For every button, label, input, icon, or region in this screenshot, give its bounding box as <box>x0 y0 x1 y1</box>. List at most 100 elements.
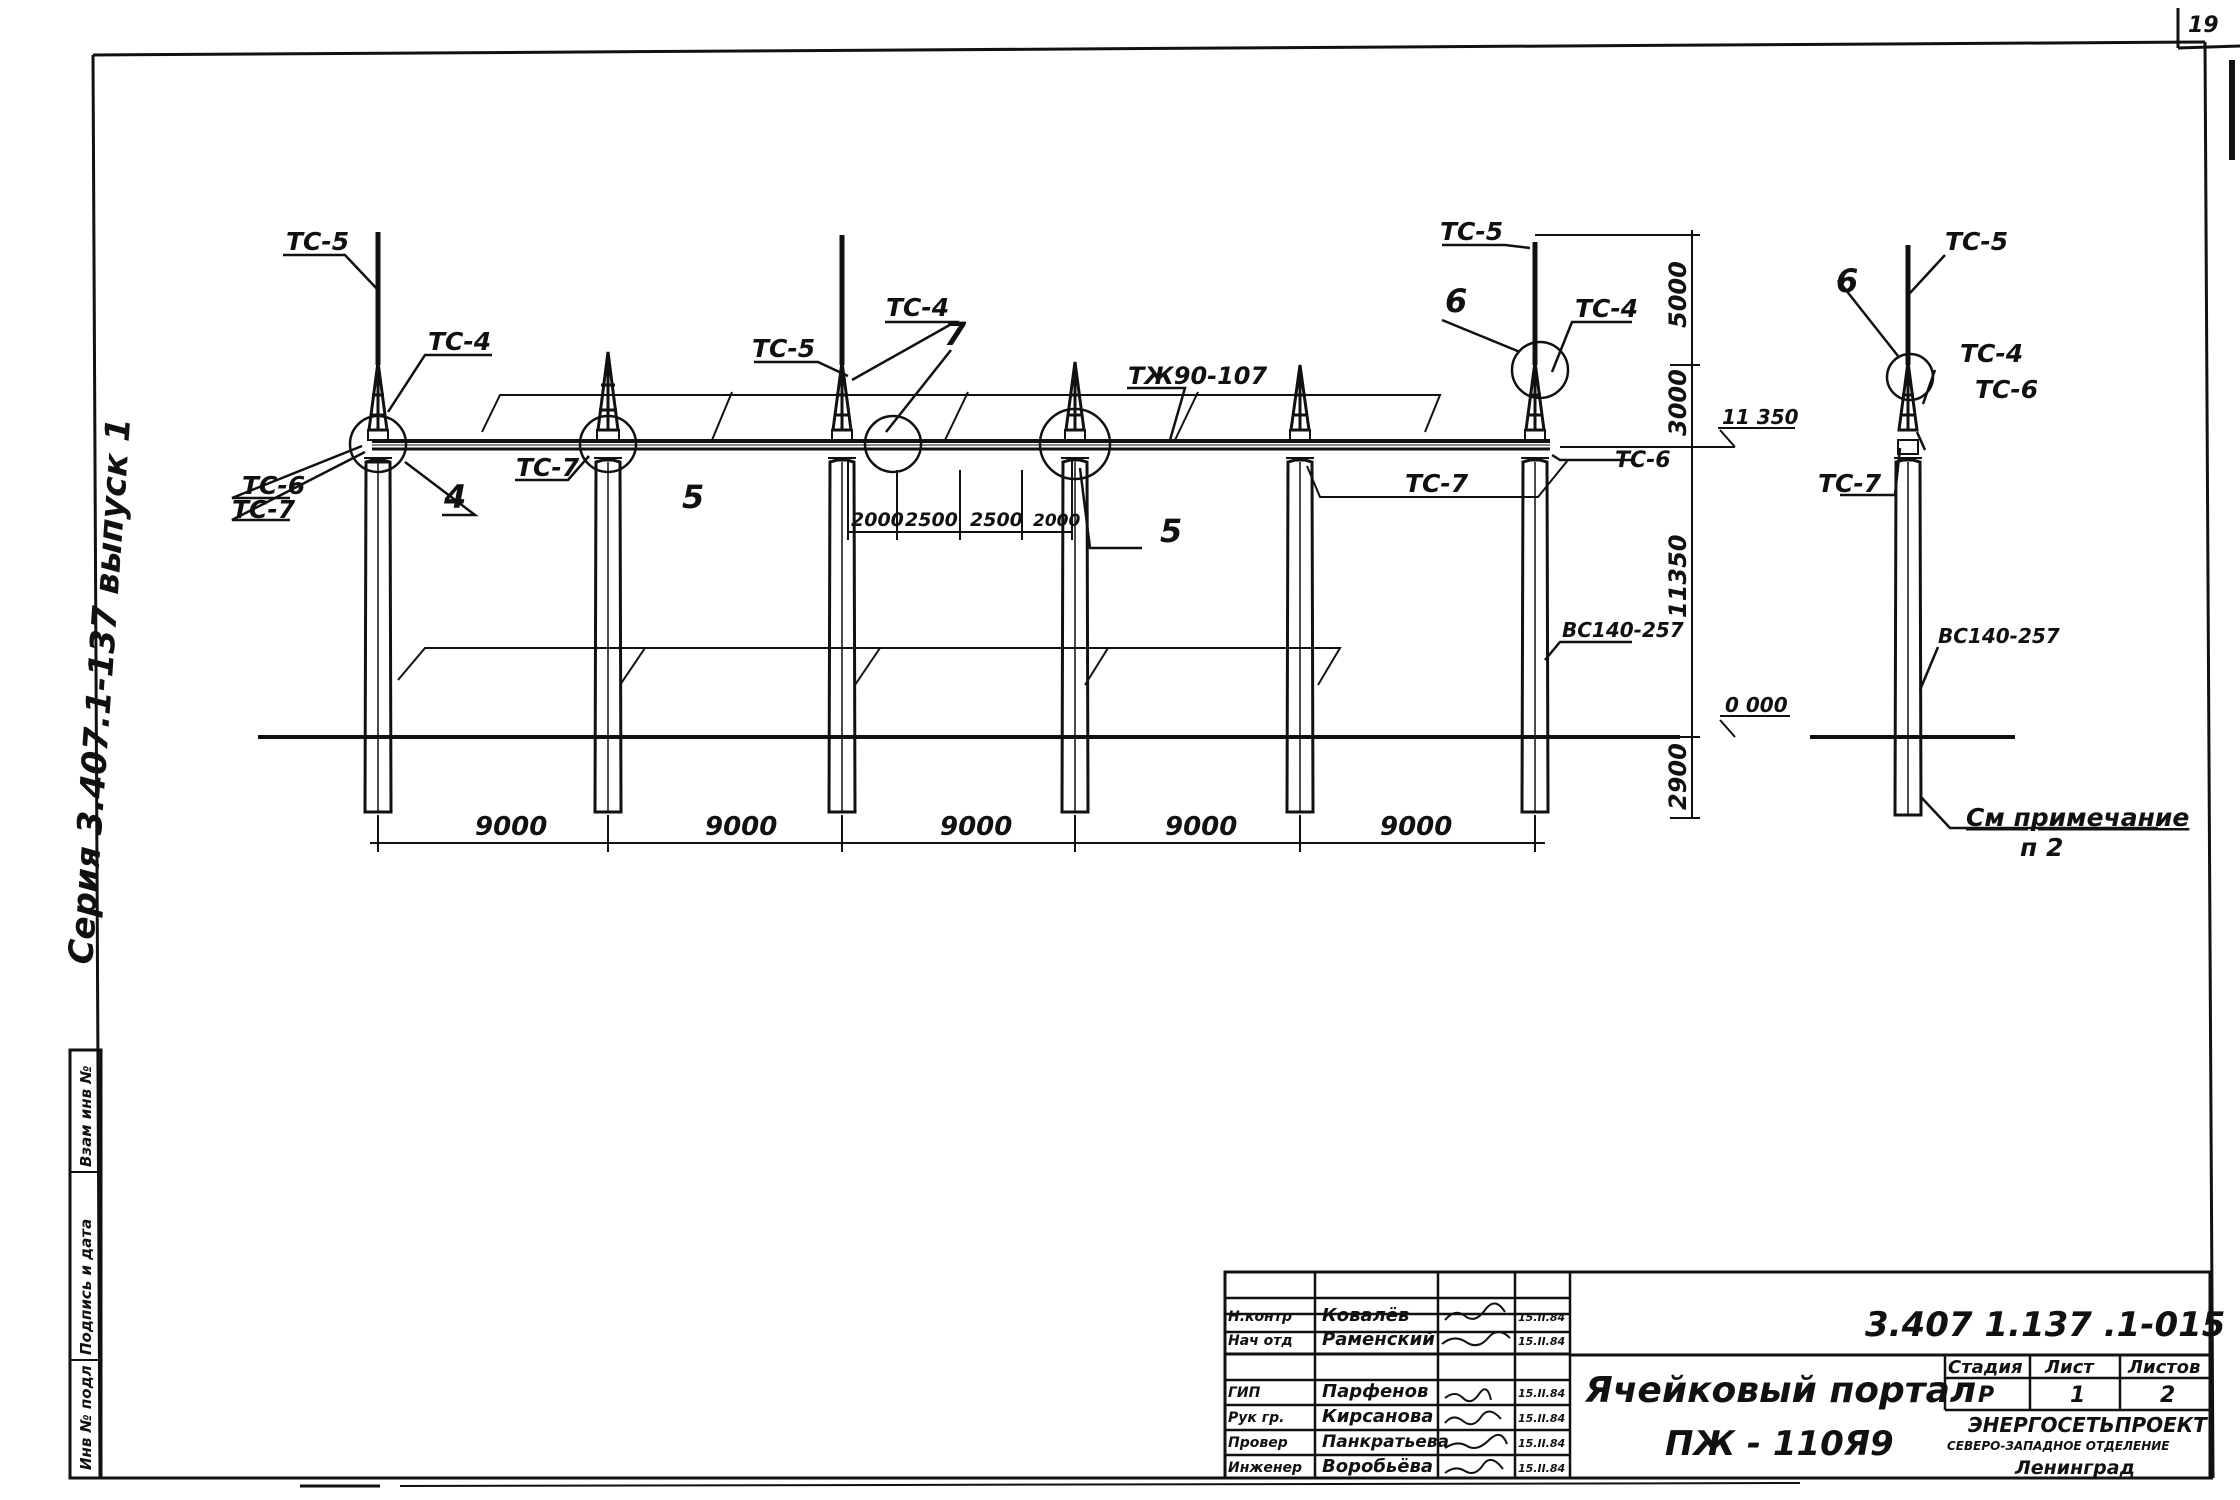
tb-date: 15.II.84 <box>1518 1412 1565 1425</box>
drawing-title: Ячейковый портал <box>1584 1370 1976 1411</box>
leader-lines <box>231 243 2158 830</box>
beam-spacing: 2000 <box>1033 511 1080 531</box>
beam-leaders <box>397 391 1569 686</box>
sheet-header: Лист <box>2044 1357 2095 1378</box>
tb-name: Кирсанова <box>1322 1406 1433 1427</box>
label-ts5: ТС-5 <box>286 227 349 256</box>
vertical-dimension: 2900 <box>1664 743 1692 810</box>
org-city: Ленинград <box>2014 1457 2135 1479</box>
tb-role: ГИП <box>1228 1385 1261 1401</box>
note-title: См примечание <box>1966 803 2189 832</box>
label-ts4: ТС-4 <box>1960 339 2023 368</box>
tb-name: Воробьёва <box>1322 1456 1433 1477</box>
label-column: ВС140-257 <box>1562 618 1684 642</box>
label-ts6: ТС-6 <box>1615 448 1671 473</box>
beam-spacing: 2000 <box>851 509 904 531</box>
page-number: 19 <box>2188 13 2219 38</box>
tb-date: 15.II.84 <box>1518 1462 1565 1475</box>
span-dimension: 9000 <box>475 812 547 842</box>
note-item: п 2 <box>2020 833 2063 862</box>
column <box>1285 364 1315 814</box>
org-name: ЭНЕРГОСЕТЬПРОЕКТ <box>1968 1413 2208 1437</box>
tb-role: Провер <box>1228 1435 1288 1451</box>
beam-spacing-lines <box>847 460 1073 540</box>
span-dimension: 9000 <box>940 812 1012 842</box>
label-ts5: ТС-5 <box>1945 227 2008 256</box>
label-ts7: ТС-7 <box>1405 469 1469 498</box>
label-beam: ТЖ90-107 <box>1128 362 1268 390</box>
sheet-value: 1 <box>2070 1383 2085 1408</box>
column-side-view <box>1893 245 1923 817</box>
portal-beam <box>372 439 1550 451</box>
tb-date: 15.II.84 <box>1518 1335 1565 1348</box>
detail-circle-4 <box>348 414 408 474</box>
label-ts7: ТС-7 <box>232 495 296 524</box>
level-zero: 0 000 <box>1725 693 1788 717</box>
label-ts7: ТС-7 <box>516 453 580 482</box>
tb-role: Нач отд <box>1228 1333 1293 1349</box>
callout-4: 4 <box>443 478 466 516</box>
label-ts5: ТС-5 <box>1440 217 1503 246</box>
column <box>827 235 857 814</box>
label-ts6: ТС-6 <box>242 471 305 500</box>
series-stamp: Серия 3.407.1-137 выпуск 1 <box>61 417 139 966</box>
beam-spacing: 2500 <box>905 509 958 531</box>
vertical-dimension-lines <box>1535 230 1736 819</box>
tb-name: Парфенов <box>1322 1381 1428 1402</box>
vertical-dimension: 5000 <box>1664 261 1692 328</box>
stage-header: Стадия <box>1948 1357 2023 1378</box>
side-box-label: Подпись и дата <box>77 1219 95 1355</box>
detail-circle-6 <box>1510 340 1570 400</box>
callout-6: 6 <box>1445 282 1467 320</box>
tb-name: Ковалёв <box>1322 1305 1409 1326</box>
label-ts4: ТС-4 <box>428 327 491 356</box>
label-ts4: ТС-4 <box>886 293 949 322</box>
tb-name: Панкратьева <box>1322 1432 1449 1452</box>
sheets-header: Листов <box>2127 1357 2200 1378</box>
callout-5: 5 <box>682 478 704 516</box>
span-dimension: 9000 <box>1165 812 1237 842</box>
stage-value: Р <box>1978 1383 1994 1408</box>
tb-role: Н.контр <box>1228 1309 1292 1325</box>
callout-7: 7 <box>944 315 967 353</box>
span-dimension: 9000 <box>705 812 777 842</box>
side-box-label: Инв № подл <box>77 1365 95 1470</box>
span-dimension: 9000 <box>1380 812 1452 842</box>
label-ts6: ТС-6 <box>1975 375 2038 404</box>
title-block <box>1223 1270 2212 1480</box>
span-dimension-lines <box>370 815 1545 852</box>
vertical-dimension: 11350 <box>1664 535 1692 619</box>
detail-circle-5 <box>578 414 638 474</box>
tb-date: 15.II.84 <box>1518 1437 1565 1450</box>
tb-role: Инженер <box>1228 1460 1302 1476</box>
label-ts7: ТС-7 <box>1818 469 1882 498</box>
label-ts5: ТС-5 <box>752 334 815 363</box>
beam-spacing: 2500 <box>970 509 1023 531</box>
side-box-label: Взам инв № <box>77 1066 95 1167</box>
tb-date: 15.II.84 <box>1518 1387 1565 1400</box>
side-box: Инв № подл Подпись и дата Взам инв № <box>68 1048 103 1480</box>
signature-rows: Н.контр Ковалёв 15.II.84 Нач отд Раменск… <box>1228 1305 1565 1477</box>
drawing-code: 3.407 1.137 .1-015 <box>1865 1305 2225 1345</box>
org-division: СЕВЕРО-ЗАПАДНОЕ ОТДЕЛЕНИЕ <box>1947 1439 2170 1453</box>
signatures <box>1441 1302 1511 1474</box>
label-column: ВС140-257 <box>1938 624 2060 648</box>
tb-role: Рук гр. <box>1228 1410 1284 1426</box>
detail-circle-7 <box>863 414 923 474</box>
vertical-dimension: 3000 <box>1664 369 1692 436</box>
callout-6: 6 <box>1836 262 1858 300</box>
detail-circle-5 <box>1038 407 1112 481</box>
tb-date: 15.II.84 <box>1518 1311 1565 1324</box>
level-top: 11 350 <box>1722 405 1799 429</box>
label-ts4: ТС-4 <box>1575 294 1638 323</box>
column <box>593 351 623 814</box>
column <box>363 232 393 814</box>
column <box>1060 361 1090 814</box>
callout-5: 5 <box>1160 512 1182 550</box>
sheets-value: 2 <box>2160 1383 2175 1408</box>
drawing-subtitle: ПЖ - 110Я9 <box>1665 1424 1894 1464</box>
column <box>1520 242 1550 814</box>
sheet-frame <box>91 8 2240 1488</box>
tb-name: Раменский <box>1322 1329 1435 1350</box>
